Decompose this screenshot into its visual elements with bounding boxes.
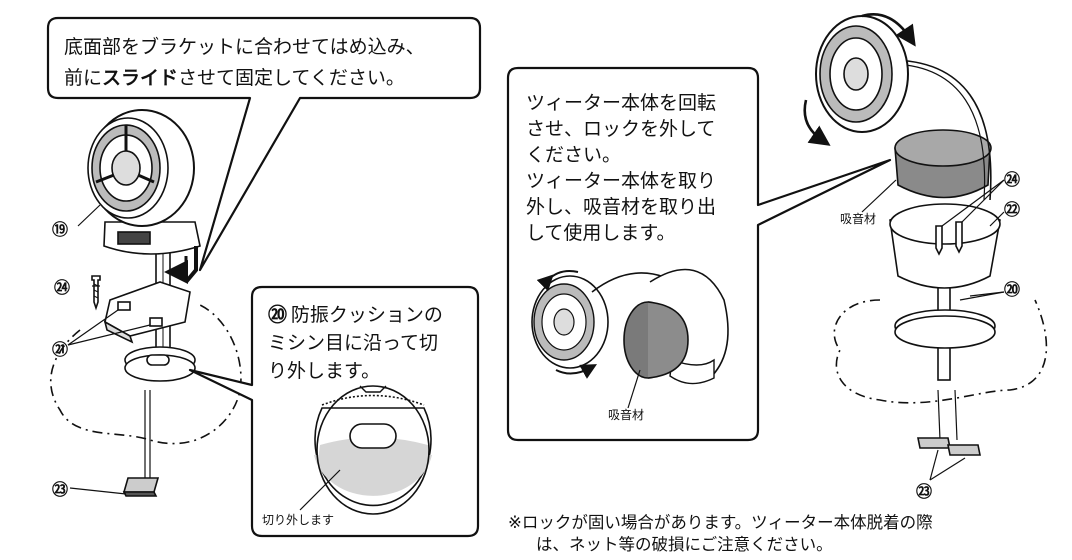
callout-bottom-left-text: ⑳ 防振クッションの ミシン目に沿って切 り外します。 <box>268 301 443 385</box>
cut-label: 切り外します <box>262 513 335 527</box>
part-number-24-left: ㉔ <box>54 278 71 297</box>
callout-bottom-left-line1: ⑳ 防振クッションの <box>268 301 443 329</box>
callout-bottom-left-num: ⑳ <box>268 304 288 326</box>
callout-top-left-prefix: 前に <box>64 67 103 89</box>
callout-right-line: させ、ロックを外して <box>526 118 716 140</box>
caution-note-line1: ※ロックが固い場合があります。ツィーター本体脱着の際 <box>508 513 933 532</box>
left-assembly <box>50 109 242 497</box>
callout-bottom-left-line: ミシン目に沿って切 <box>268 332 439 354</box>
callout-bottom-left-line: 防振クッションの <box>290 304 443 326</box>
absorber-label-inset: 吸音材 <box>608 408 645 422</box>
callout-bottom-left-line: り外します。 <box>268 360 381 382</box>
callout-bubble-right <box>506 66 892 442</box>
part-number-23-left: ㉓ <box>52 480 69 499</box>
callout-right-line: して使用します。 <box>526 222 676 244</box>
right-assembly <box>803 13 1048 481</box>
absorber-label-right: 吸音材 <box>840 212 877 226</box>
part-number-20: ⑳ <box>1004 280 1021 299</box>
part-number-24-right: ㉔ <box>1004 170 1021 189</box>
caution-note-line2: は、ネット等の破損にご注意ください。 <box>536 535 833 554</box>
part-number-22: ㉒ <box>1004 200 1021 219</box>
callout-bubble-top-left <box>46 16 482 272</box>
caution-note: ※ロックが固い場合があります。ツィーター本体脱着の際 は、ネット等の破損にご注意… <box>508 512 933 556</box>
callout-top-left-line1: 底面部をブラケットに合わせてはめ込み、 <box>64 36 425 58</box>
callout-right-line: ください。 <box>526 144 622 166</box>
callout-right-line: ツィーター本体を回転 <box>526 92 717 114</box>
part-number-23-right: ㉓ <box>916 482 933 501</box>
callout-right-text: ツィーター本体を回転 させ、ロックを外して ください。 ツィーター本体を取り 外… <box>526 90 716 246</box>
callout-top-left-line2: 前にスライドさせて固定してください。 <box>64 63 425 94</box>
part-number-21: ㉑ <box>52 340 69 359</box>
callout-right-line: ツィーター本体を取り <box>526 170 717 192</box>
part-number-19: ⑲ <box>52 220 69 239</box>
callout-bubble-bottom-left <box>188 285 480 538</box>
callout-right-line: 外し、吸音材を取り出 <box>526 196 717 218</box>
callout-top-left-bold: スライド <box>102 67 179 89</box>
callout-top-left-text: 底面部をブラケットに合わせてはめ込み、 前にスライドさせて固定してください。 <box>64 32 425 94</box>
callout-top-left-suffix: させて固定してください。 <box>178 67 405 89</box>
